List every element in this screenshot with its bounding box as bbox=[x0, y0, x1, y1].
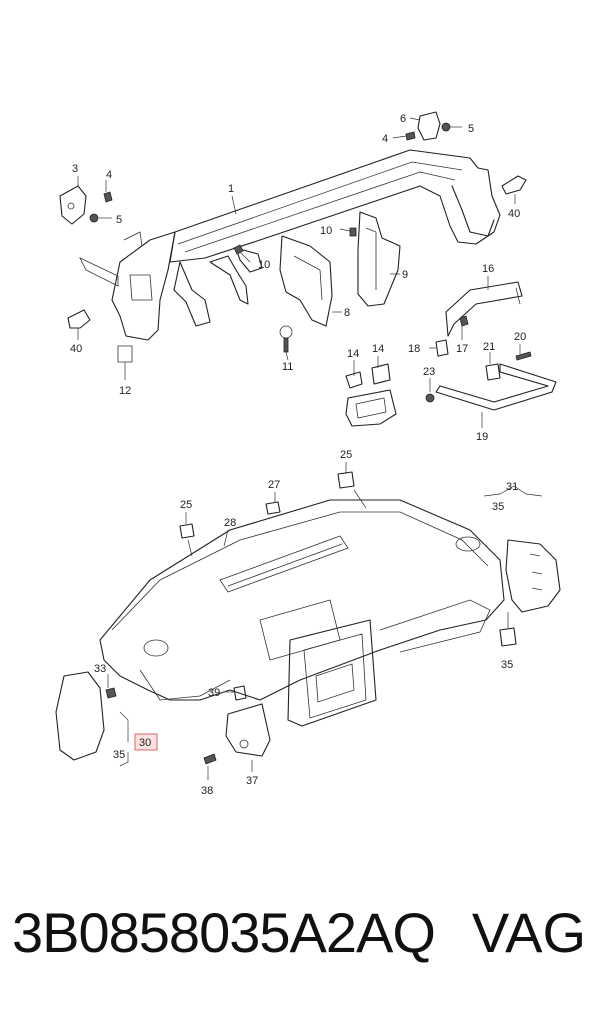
bracket-8 bbox=[279, 235, 333, 327]
callout-11: 11 bbox=[282, 361, 293, 373]
end-cap-left bbox=[55, 671, 105, 761]
callout-30-highlight bbox=[134, 733, 158, 751]
brand-label: VAG bbox=[471, 901, 586, 964]
callout-28: 28 bbox=[224, 517, 236, 529]
callout-6: 6 bbox=[400, 113, 406, 125]
callout-38: 38 bbox=[201, 785, 213, 797]
callout-40-right: 40 bbox=[508, 208, 520, 220]
bolt-11 bbox=[279, 325, 293, 353]
callout-4-top: 4 bbox=[382, 133, 388, 145]
clip-40-right bbox=[501, 175, 527, 195]
bracket-6 bbox=[405, 111, 451, 141]
clip-35-right bbox=[499, 627, 517, 647]
bracket-9 bbox=[357, 211, 401, 307]
clip-25-top bbox=[337, 471, 355, 489]
clip-27 bbox=[265, 501, 281, 515]
parts-diagram: 1 3 4 5 6 4 5 10 10 40 40 12 8 9 11 14 1… bbox=[55, 111, 561, 797]
callout-27: 27 bbox=[268, 479, 280, 491]
callout-33: 33 bbox=[94, 663, 106, 675]
callout-31: 31 bbox=[506, 481, 518, 493]
cross-member-beam bbox=[79, 149, 501, 363]
callout-37: 37 bbox=[246, 775, 258, 787]
callout-35-top: 35 bbox=[492, 501, 504, 513]
callout-5-top: 5 bbox=[468, 123, 474, 135]
screw-10-b bbox=[233, 244, 244, 255]
clip-39 bbox=[233, 685, 247, 701]
callout-35-left: 35 bbox=[113, 749, 125, 761]
callout-40-left: 40 bbox=[70, 343, 82, 355]
callout-1: 1 bbox=[228, 183, 234, 195]
callout-30: 30 bbox=[139, 737, 151, 749]
screw-17 bbox=[459, 315, 469, 327]
callout-10-b: 10 bbox=[258, 259, 270, 271]
callout-18: 18 bbox=[408, 343, 420, 355]
callout-14-b: 14 bbox=[372, 343, 384, 355]
callout-39: 39 bbox=[208, 687, 220, 699]
clip-25-left bbox=[179, 523, 195, 539]
callout-23: 23 bbox=[423, 366, 435, 378]
callout-14-a: 14 bbox=[347, 348, 359, 360]
callout-16: 16 bbox=[482, 263, 494, 275]
callout-9: 9 bbox=[402, 269, 408, 281]
end-cap-31 bbox=[505, 539, 561, 613]
screw-10-a bbox=[349, 227, 357, 237]
callout-20: 20 bbox=[514, 331, 526, 343]
bracket-37 bbox=[225, 703, 271, 757]
callout-5-left: 5 bbox=[116, 214, 122, 226]
callout-10-a: 10 bbox=[320, 225, 332, 237]
dashboard-panel bbox=[99, 499, 505, 727]
leader-lines bbox=[77, 117, 543, 780]
callout-25-left: 25 bbox=[180, 499, 192, 511]
module-14 bbox=[345, 363, 397, 427]
callout-17: 17 bbox=[456, 343, 468, 355]
callout-21: 21 bbox=[483, 341, 495, 353]
bracket-16 bbox=[445, 281, 523, 337]
callout-8: 8 bbox=[344, 307, 350, 319]
callout-12: 12 bbox=[119, 385, 131, 397]
part-number: 3B0858035A2AQ bbox=[12, 901, 436, 964]
bracket-3 bbox=[59, 185, 87, 225]
clip-40-left bbox=[67, 309, 91, 329]
nut-5-left bbox=[89, 213, 99, 223]
callout-4-left: 4 bbox=[106, 169, 112, 181]
bolt-20 bbox=[515, 351, 532, 361]
callout-35-right: 35 bbox=[501, 659, 513, 671]
bolt-4-left bbox=[103, 191, 113, 203]
callout-25-top: 25 bbox=[340, 449, 352, 461]
clip-21 bbox=[485, 363, 501, 381]
callout-3: 3 bbox=[72, 163, 78, 175]
strap-19 bbox=[435, 363, 557, 411]
screw-38 bbox=[203, 753, 217, 765]
callout-19: 19 bbox=[476, 431, 488, 443]
footer: 3B0858035A2AQ VAG bbox=[0, 900, 600, 980]
nut-23 bbox=[425, 393, 435, 403]
callout-labels: 1 3 4 5 6 4 5 10 10 40 40 12 8 9 11 14 1… bbox=[70, 113, 526, 797]
clip-18 bbox=[435, 339, 449, 357]
screw-33 bbox=[105, 687, 117, 699]
